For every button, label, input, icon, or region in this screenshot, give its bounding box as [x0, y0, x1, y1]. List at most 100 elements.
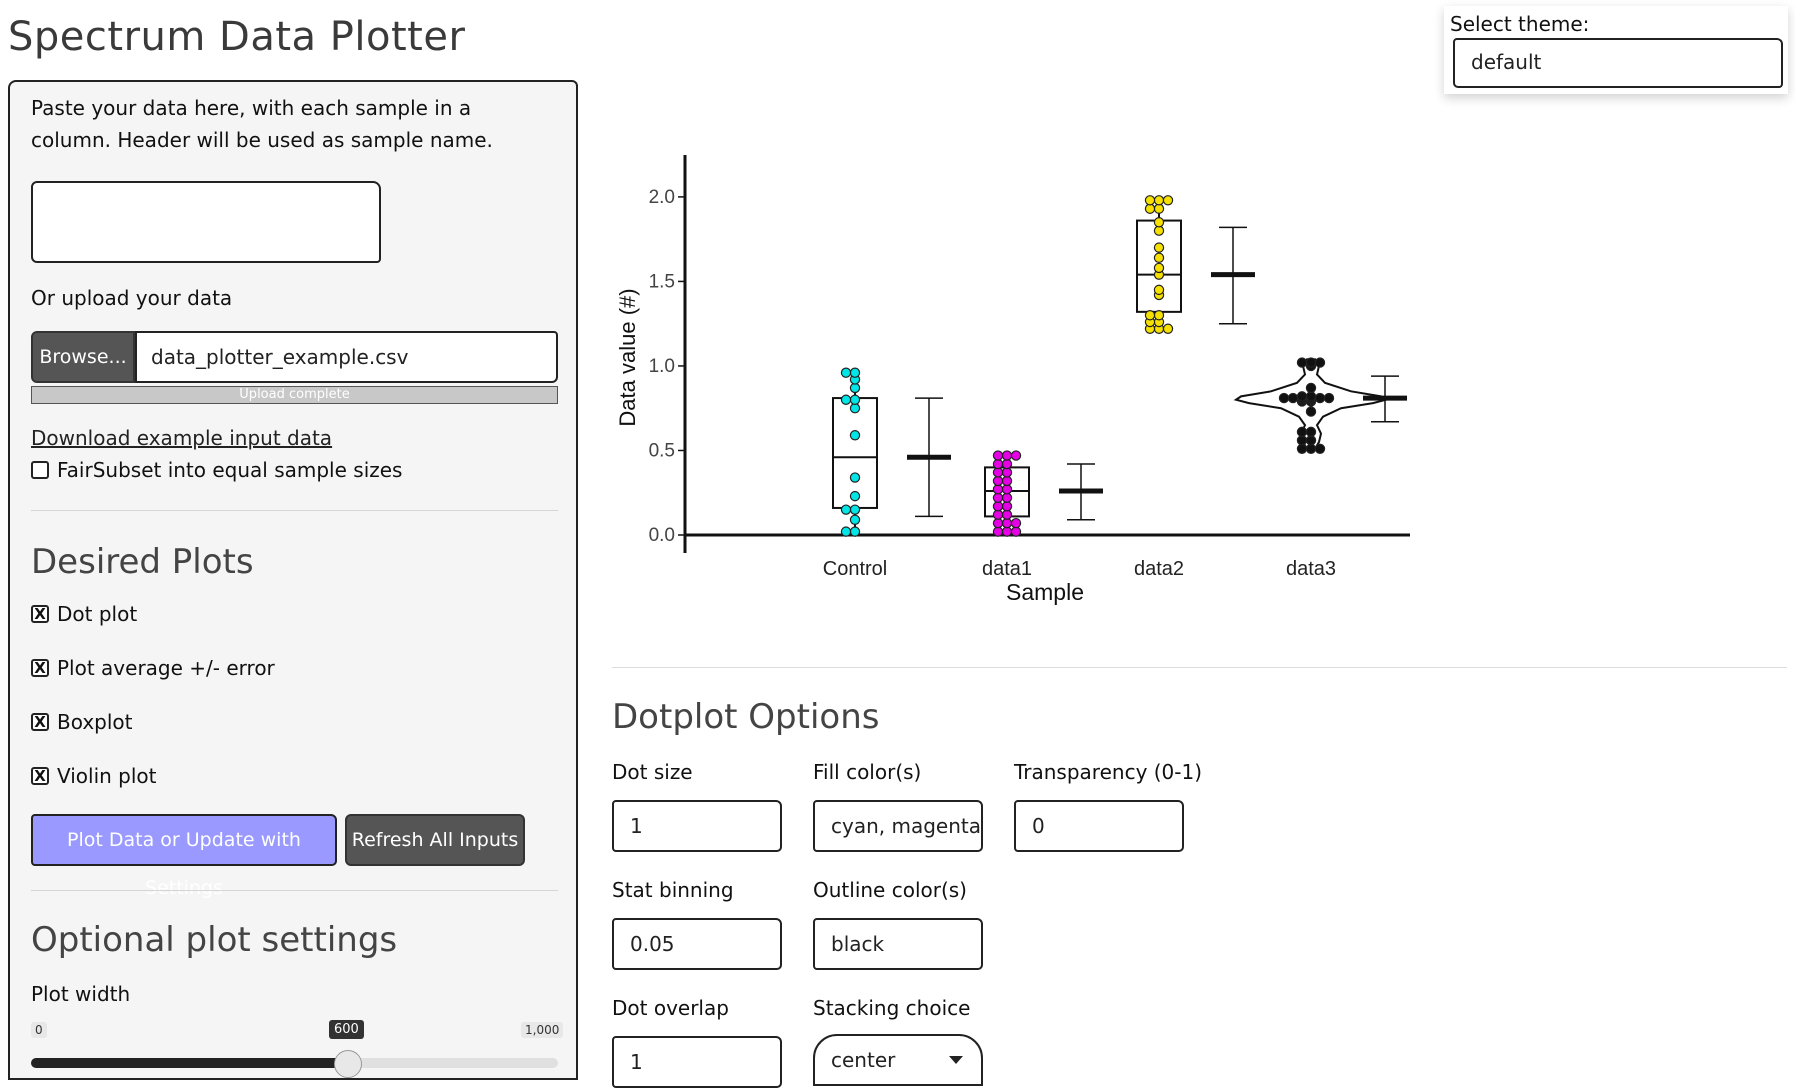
violin-plot-checkbox[interactable]: X [31, 767, 49, 785]
stacking-choice-value: center [831, 1048, 896, 1072]
plot-data-button[interactable]: Plot Data or Update with Settings [31, 814, 337, 899]
dot-overlap-input[interactable]: 1 [612, 1036, 782, 1088]
x-axis-label: Sample [1006, 579, 1084, 605]
data-dot [1010, 450, 1022, 461]
dot-plot-label: Dot plot [57, 602, 138, 626]
browse-button[interactable]: Browse... [31, 331, 135, 383]
data-dot [1323, 392, 1335, 404]
refresh-inputs-button[interactable]: Refresh All Inputs [345, 814, 525, 866]
data-dot [849, 367, 861, 378]
data-dot [840, 394, 852, 405]
data-dot [1305, 443, 1317, 454]
dot-overlap-label: Dot overlap [612, 996, 729, 1020]
data-dot [1153, 262, 1165, 274]
dot-plot-checkbox-row[interactable]: X Dot plot [31, 602, 137, 626]
slider-value-label: 600 [329, 1020, 364, 1039]
data-dot [1153, 284, 1165, 296]
data-dot [1278, 392, 1290, 404]
stat-binning-label: Stat binning [612, 878, 734, 902]
divider [31, 510, 558, 511]
data-dot [1010, 526, 1022, 537]
average-error-label: Plot average +/- error [57, 656, 275, 680]
boxplot-checkbox[interactable]: X [31, 713, 49, 731]
data-dot [992, 517, 1004, 529]
data-dot [1296, 391, 1308, 402]
data-dot [992, 475, 1004, 487]
data-dot [849, 430, 861, 441]
data-paste-textarea[interactable] [31, 181, 381, 263]
average-error-checkbox-row[interactable]: X Plot average +/- error [31, 656, 275, 680]
data-dot [1305, 435, 1317, 446]
download-example-link[interactable]: Download example input data [31, 426, 333, 450]
paste-instructions-line2: column. Header will be used as sample na… [31, 128, 493, 152]
data-dot [849, 403, 861, 414]
y-tick-label: 0.5 [649, 440, 675, 461]
data-dot [1144, 310, 1156, 321]
main-divider [612, 667, 1787, 668]
y-tick-label: 1.5 [649, 271, 675, 292]
outline-colors-input[interactable]: black [813, 918, 983, 970]
fair-subset-label: FairSubset into equal sample sizes [57, 458, 403, 482]
violin-plot-checkbox-row[interactable]: X Violin plot [31, 764, 157, 788]
stat-binning-input[interactable]: 0.05 [612, 918, 782, 970]
dot-size-input[interactable]: 1 [612, 800, 782, 852]
data-dot [1314, 357, 1326, 368]
upload-label: Or upload your data [31, 286, 233, 310]
data-dot [1296, 435, 1308, 446]
x-tick-label: data3 [1286, 558, 1336, 580]
fair-subset-checkbox[interactable] [31, 461, 49, 479]
data-dot [992, 501, 1004, 512]
data-dot [1001, 450, 1013, 461]
data-dot [992, 509, 1004, 520]
paste-instructions: Paste your data here, with each sample i… [31, 96, 472, 120]
data-dot [1305, 357, 1317, 368]
data-dot [1144, 203, 1156, 214]
fill-colors-input[interactable]: cyan, magenta, ye [813, 800, 983, 852]
x-tick-label: data1 [982, 558, 1032, 580]
data-dot [1153, 195, 1165, 206]
y-tick-label: 0.0 [649, 525, 675, 546]
file-name-field: data_plotter_example.csv [135, 331, 558, 383]
data-dot [1001, 475, 1013, 487]
dot-size-label: Dot size [612, 760, 693, 784]
slider-fill [31, 1058, 348, 1068]
fair-subset-checkbox-row[interactable]: FairSubset into equal sample sizes [31, 458, 402, 482]
data-dot [1153, 242, 1165, 253]
outline-colors-label: Outline color(s) [813, 878, 967, 902]
data-dot [1001, 517, 1013, 529]
data-dot [992, 492, 1004, 504]
slider-handle[interactable] [334, 1050, 363, 1078]
data-dot [1162, 323, 1174, 334]
stacking-choice-label: Stacking choice [813, 996, 971, 1020]
data-dot [1001, 509, 1013, 520]
data-dot [1296, 443, 1308, 454]
data-dot [1314, 392, 1326, 404]
slider-max-label: 1,000 [521, 1022, 564, 1038]
data-dot [849, 382, 861, 394]
data-dot [992, 458, 1004, 470]
data-dot [1001, 492, 1013, 504]
theme-selector-panel: Select theme: default [1444, 6, 1788, 94]
sidebar: Paste your data here, with each sample i… [8, 80, 578, 1080]
y-tick-label: 2.0 [649, 187, 675, 208]
data-dot [1001, 467, 1013, 478]
dot-plot-checkbox[interactable]: X [31, 605, 49, 623]
optional-settings-heading: Optional plot settings [31, 920, 398, 960]
theme-label: Select theme: [1450, 12, 1590, 36]
stacking-choice-select[interactable]: center [813, 1034, 983, 1086]
data-dot [1144, 195, 1156, 206]
average-error-checkbox[interactable]: X [31, 659, 49, 677]
transparency-input[interactable]: 0 [1014, 800, 1184, 852]
theme-select[interactable]: default [1453, 38, 1783, 88]
data-dot [1153, 217, 1165, 228]
x-tick-label: Control [823, 558, 887, 580]
data-dot [1010, 517, 1022, 529]
upload-progress-bar: Upload complete [31, 386, 558, 404]
transparency-label: Transparency (0-1) [1014, 760, 1203, 784]
boxplot-checkbox-row[interactable]: X Boxplot [31, 710, 133, 734]
data-dot [849, 526, 861, 537]
y-tick-label: 1.0 [649, 356, 675, 377]
x-tick-label: data2 [1134, 558, 1184, 580]
violin-plot-label: Violin plot [57, 764, 157, 788]
